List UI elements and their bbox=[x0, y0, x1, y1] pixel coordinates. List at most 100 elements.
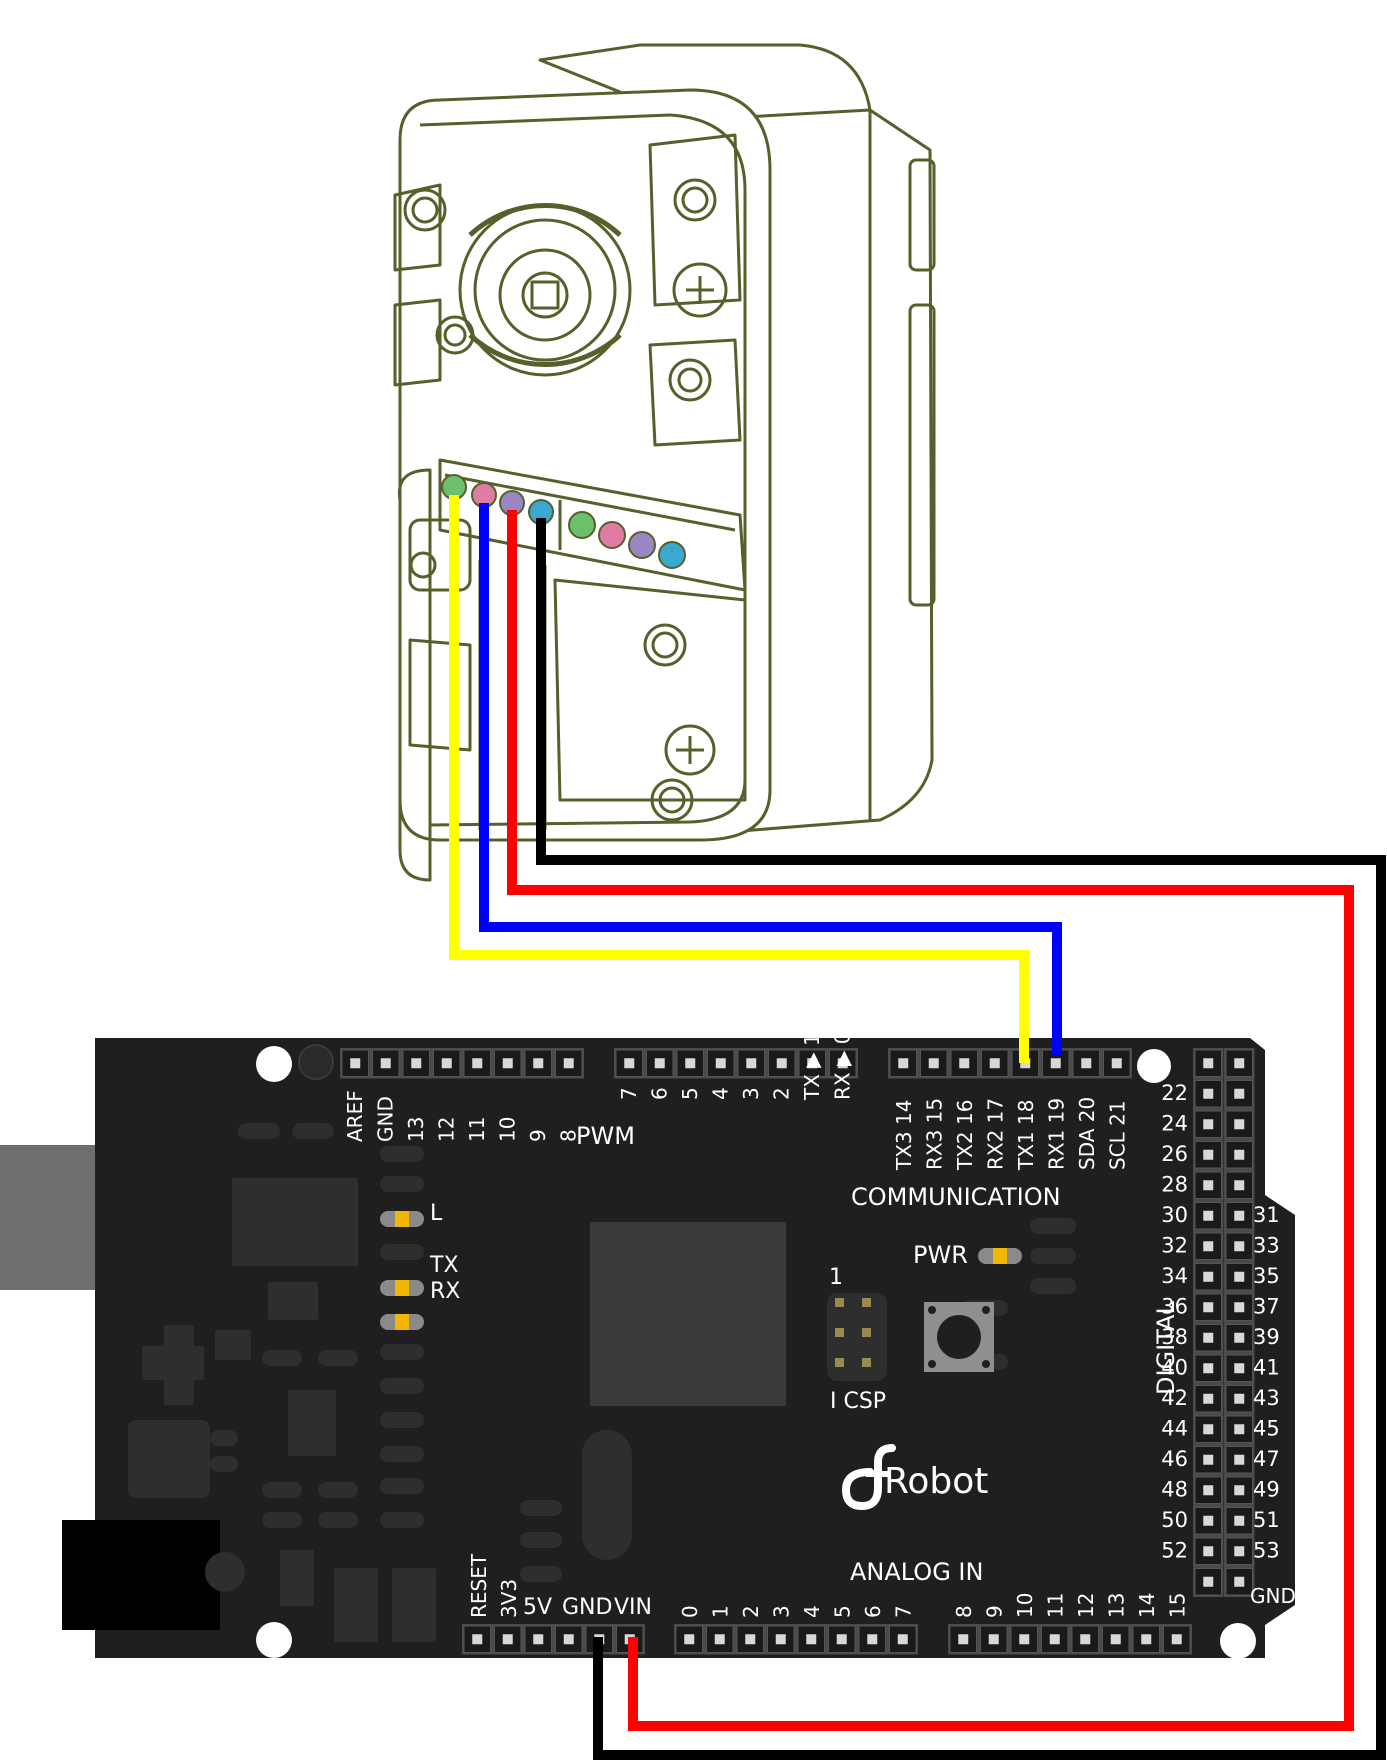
pin-label: 46 bbox=[1161, 1447, 1188, 1471]
pin-label: 4 bbox=[709, 1087, 733, 1100]
pin-label: RX ▶ 0 bbox=[831, 1032, 855, 1100]
pin-label: 11 bbox=[1044, 1593, 1068, 1618]
brand-label: Robot bbox=[884, 1461, 988, 1502]
pin-label: 38 bbox=[1161, 1325, 1188, 1349]
pin-label: 41 bbox=[1253, 1356, 1280, 1380]
pin-label: 3V3 bbox=[497, 1579, 521, 1618]
pwr-label: PWR bbox=[913, 1241, 968, 1269]
pin-label: 13 bbox=[404, 1117, 428, 1142]
pin-label: 0 bbox=[678, 1605, 702, 1618]
wire-yellow bbox=[449, 495, 1029, 1063]
pin-label: 26 bbox=[1161, 1142, 1188, 1166]
pin-label: 14 bbox=[1135, 1593, 1159, 1618]
pin-label: 31 bbox=[1253, 1203, 1280, 1227]
pin-label: 49 bbox=[1253, 1478, 1280, 1502]
pin-label: 37 bbox=[1253, 1295, 1280, 1319]
header-power bbox=[462, 1624, 645, 1655]
pin-label: 5 bbox=[831, 1605, 855, 1618]
pin-label: 22 bbox=[1161, 1081, 1188, 1105]
pin-label: TX2 16 bbox=[953, 1100, 977, 1171]
wire-black bbox=[536, 518, 1386, 1760]
pin-label: 8 bbox=[557, 1129, 581, 1142]
pin-label: 7 bbox=[892, 1605, 916, 1618]
pin-label: AREF bbox=[343, 1090, 367, 1142]
pin-label: 30 bbox=[1161, 1203, 1188, 1227]
pin-label: 35 bbox=[1253, 1264, 1280, 1288]
pin-label: 47 bbox=[1253, 1447, 1280, 1471]
pin-label: 44 bbox=[1161, 1417, 1188, 1441]
pin-label: 9 bbox=[983, 1605, 1007, 1618]
pin-label: 24 bbox=[1161, 1112, 1188, 1136]
pin-headers bbox=[340, 1048, 1255, 1655]
wire-red bbox=[507, 510, 1354, 1731]
pin-label: 42 bbox=[1161, 1386, 1188, 1410]
pin-label: 9 bbox=[526, 1129, 550, 1142]
header-analog-0-7 bbox=[674, 1624, 918, 1655]
header-digital-8-13 bbox=[340, 1048, 584, 1079]
reset-button bbox=[924, 1302, 994, 1372]
icsp-header bbox=[827, 1293, 887, 1381]
pin-label: 5V bbox=[523, 1595, 552, 1620]
pin-label: 12 bbox=[435, 1117, 459, 1142]
led-rx-label: RX bbox=[430, 1279, 460, 1304]
pin-label: 8 bbox=[952, 1605, 976, 1618]
pin-label: 15 bbox=[1166, 1593, 1190, 1618]
wire-blue bbox=[479, 503, 1062, 1055]
pin-label: 51 bbox=[1253, 1508, 1280, 1532]
pin-label: RESET bbox=[467, 1553, 491, 1618]
dfrobot-logo-icon bbox=[841, 1444, 896, 1511]
header-digital-0-7 bbox=[614, 1048, 858, 1079]
pin-label: 33 bbox=[1253, 1234, 1280, 1258]
pin-label: 53 bbox=[1253, 1539, 1280, 1563]
analog-in-label: ANALOG IN bbox=[850, 1558, 983, 1586]
pin-label: 7 bbox=[617, 1087, 641, 1100]
microcontroller-chip bbox=[590, 1222, 786, 1406]
pin-label: 36 bbox=[1161, 1295, 1188, 1319]
arduino-mega-board bbox=[0, 1038, 1295, 1659]
pwm-label: PWM bbox=[576, 1122, 635, 1150]
pin-label: 39 bbox=[1253, 1325, 1280, 1349]
pin-label: 50 bbox=[1161, 1508, 1188, 1532]
pin-label: RX1 19 bbox=[1045, 1098, 1069, 1170]
pin-label: 1 bbox=[709, 1605, 733, 1618]
pin-label: GND bbox=[374, 1096, 398, 1142]
led-tx-label: TX bbox=[429, 1253, 459, 1278]
pin-label: 10 bbox=[1013, 1593, 1037, 1618]
pin-label: TX3 14 bbox=[892, 1100, 916, 1171]
dc-jack bbox=[62, 1520, 220, 1630]
digital-label: DIGITAL bbox=[1152, 1301, 1180, 1395]
header-digital-left-column bbox=[1193, 1048, 1224, 1597]
smart-servo bbox=[393, 43, 936, 882]
pin-label: 6 bbox=[861, 1605, 885, 1618]
header-communication bbox=[888, 1048, 1132, 1079]
pin-label: RX3 15 bbox=[923, 1098, 947, 1170]
led-l-label: L bbox=[430, 1201, 443, 1226]
servo-connector-pins bbox=[441, 474, 686, 569]
pin-label: 43 bbox=[1253, 1386, 1280, 1410]
status-leds bbox=[380, 1211, 1022, 1330]
pin-label: 48 bbox=[1161, 1478, 1188, 1502]
pin-label: TX ▶ 1 bbox=[800, 1033, 824, 1101]
pin-label: 6 bbox=[648, 1087, 672, 1100]
pin-label: 28 bbox=[1161, 1173, 1188, 1197]
pin-label: RX2 17 bbox=[984, 1098, 1008, 1170]
pin-label: SCL 21 bbox=[1106, 1100, 1130, 1170]
pin-label: VIN bbox=[614, 1595, 652, 1620]
pin-label: 12 bbox=[1074, 1593, 1098, 1618]
pin-label: 52 bbox=[1161, 1539, 1188, 1563]
pin-label: SDA 20 bbox=[1075, 1097, 1099, 1170]
pin-label: 45 bbox=[1253, 1417, 1280, 1441]
header-digital-right-column bbox=[1224, 1048, 1255, 1597]
pin-label: 32 bbox=[1161, 1234, 1188, 1258]
pin-label: 10 bbox=[496, 1117, 520, 1142]
pin-label: 2 bbox=[739, 1605, 763, 1618]
icsp-pin1-label: 1 bbox=[829, 1265, 843, 1290]
pin-label: 11 bbox=[465, 1117, 489, 1142]
pin-label: 3 bbox=[770, 1605, 794, 1618]
pin-label: 4 bbox=[800, 1605, 824, 1618]
pin-label: 34 bbox=[1161, 1264, 1188, 1288]
pin-label: 40 bbox=[1161, 1356, 1188, 1380]
communication-label: COMMUNICATION bbox=[851, 1183, 1061, 1211]
digital-gnd-label: GND bbox=[1250, 1584, 1296, 1608]
pin-label: TX1 18 bbox=[1014, 1100, 1038, 1171]
